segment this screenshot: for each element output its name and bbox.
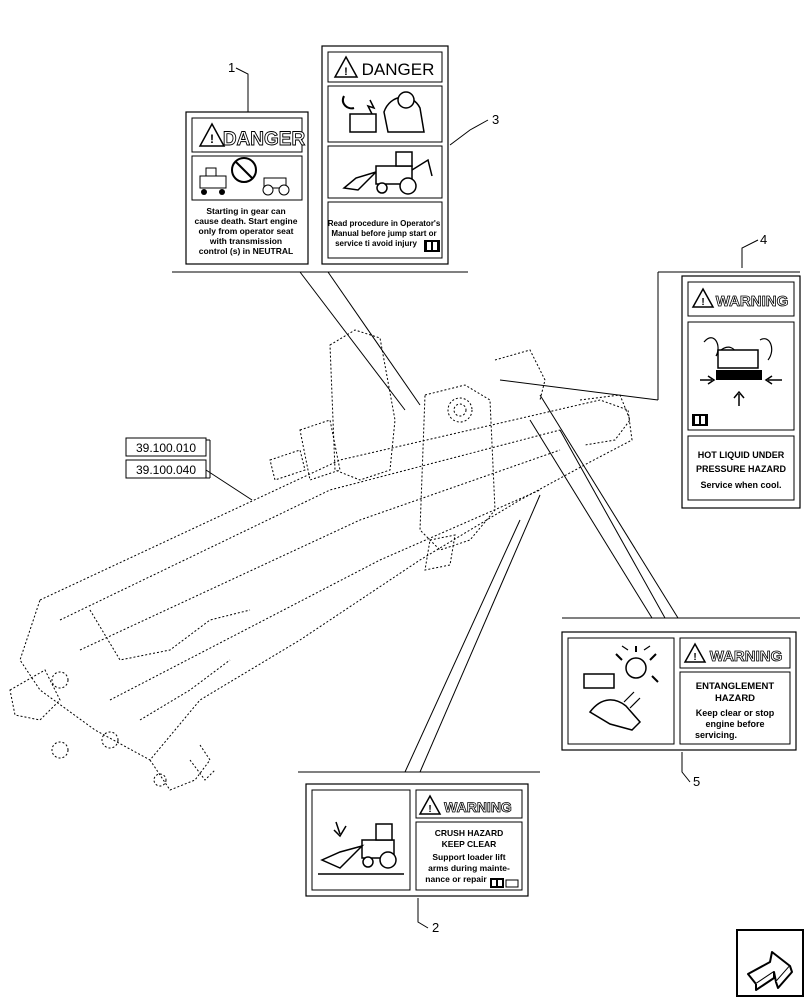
decal-2-title-1: CRUSH HAZARD xyxy=(435,828,503,838)
decal-1-line-5: control (s) in NEUTRAL xyxy=(199,246,293,256)
decal-1-line-3: only from operator seat xyxy=(199,226,294,236)
svg-text:!: ! xyxy=(428,804,431,815)
decal-4-header: WARNING xyxy=(716,293,789,310)
decal-4-warning-hot-liquid: ! WARNING HOT LIQUID UNDER PRESSURE HAZA… xyxy=(681,275,801,509)
callout-4: 4 xyxy=(760,232,767,247)
decal-1-danger-start-gear: ! DANGER Starting in gear can cause deat… xyxy=(185,111,309,265)
manual-book-icon xyxy=(424,240,440,252)
decal-3-danger-jump-start: ! DANGER Read procedure in Operator's Ma… xyxy=(321,45,449,265)
decal-2-line-3: nance or repair xyxy=(425,874,487,884)
warning-triangle-icon: ! xyxy=(691,287,715,308)
decal-5-line-1: Keep clear or stop xyxy=(696,708,775,718)
reference-label-2: 39.100.040 xyxy=(136,463,196,477)
decal-2-line-2: arms during mainte- xyxy=(428,863,510,873)
tractor-icon xyxy=(262,177,290,196)
warning-triangle-icon: ! xyxy=(333,55,359,78)
decal-5-title-2: HAZARD xyxy=(715,693,755,704)
reference-box-1[interactable]: 39.100.010 xyxy=(125,437,207,457)
warning-triangle-icon: ! xyxy=(198,122,226,147)
decal-4-line-3: Service when cool. xyxy=(700,480,781,490)
loader-crush-icon xyxy=(318,821,404,875)
decal-3-line-1: Read procedure in Operator's xyxy=(328,219,441,228)
decal-1-line-1: Starting in gear can xyxy=(206,206,285,216)
radiator-spray-icon xyxy=(700,337,782,406)
backhoe-loader-icon xyxy=(342,151,433,195)
decal-1-header: DANGER xyxy=(223,129,306,150)
battery-spark-icon xyxy=(342,91,425,133)
warning-triangle-icon: ! xyxy=(418,794,442,815)
callout-1: 1 xyxy=(228,60,235,75)
manual-book-icon xyxy=(490,878,519,888)
decal-5-header: WARNING xyxy=(710,648,783,665)
svg-text:!: ! xyxy=(210,132,214,146)
svg-text:!: ! xyxy=(693,652,696,663)
chassis-frame xyxy=(9,329,633,791)
decal-3-line-3: service ti avoid injury xyxy=(335,239,417,248)
prohibition-icon xyxy=(231,157,257,183)
decal-5-title-1: ENTANGLEMENT xyxy=(696,681,775,692)
decal-3-line-2: Manual before jump start or xyxy=(331,229,436,238)
leader-lines xyxy=(205,67,759,929)
callout-3: 3 xyxy=(492,112,499,127)
reference-box-2[interactable]: 39.100.040 xyxy=(125,459,207,479)
decal-5-warning-entanglement: ! WARNING ENTANGLEMENT HAZARD Keep clear… xyxy=(561,631,797,751)
callout-5: 5 xyxy=(693,774,700,789)
decal-2-header: WARNING xyxy=(444,799,512,815)
decal-5-line-3: servicing. xyxy=(695,730,737,740)
decal-3-header: DANGER xyxy=(362,60,435,79)
warning-triangle-icon: ! xyxy=(683,642,707,663)
manual-book-icon xyxy=(692,414,708,426)
decal-2-warning-crush: ! WARNING CRUSH HAZARD KEEP CLEAR Suppor… xyxy=(305,783,529,897)
decal-4-line-1: HOT LIQUID UNDER xyxy=(698,450,785,460)
svg-text:!: ! xyxy=(344,66,348,78)
callout-2: 2 xyxy=(432,920,439,935)
decal-1-line-2: cause death. Start engine xyxy=(195,216,298,226)
decal-5-line-2: engine before xyxy=(705,719,764,729)
bulldozer-icon xyxy=(199,167,227,195)
reference-label-1: 39.100.010 xyxy=(136,441,196,455)
fan-hand-icon xyxy=(583,645,659,731)
svg-text:!: ! xyxy=(701,297,704,308)
navigation-arrow-icon[interactable] xyxy=(736,929,804,997)
decal-1-line-4: with transmission xyxy=(209,236,282,246)
decal-2-title-2: KEEP CLEAR xyxy=(442,839,497,849)
decal-2-line-1: Support loader lift xyxy=(432,852,505,862)
decal-4-line-2: PRESSURE HAZARD xyxy=(696,464,787,474)
